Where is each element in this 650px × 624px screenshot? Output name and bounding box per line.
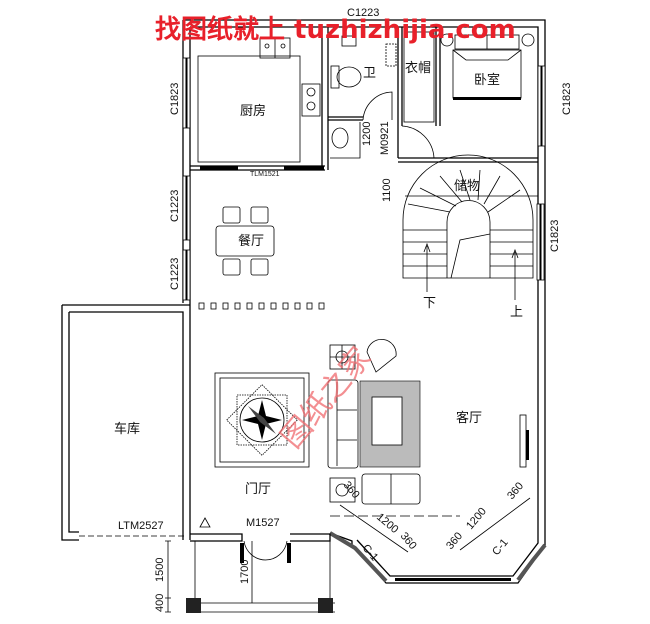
dim-porch-depth: 1500	[154, 558, 166, 582]
window-label-bay-right: C-1	[490, 537, 511, 558]
door-label-entrance: M1527	[246, 517, 280, 529]
dim-bay-left-a: 1200	[374, 511, 400, 536]
dim-storage-depth: 1100	[381, 178, 393, 202]
watermark-top: 找图纸就上 tuzhizhijia.com	[155, 14, 516, 45]
living-furniture	[327, 338, 529, 505]
room-label-wardrobe: 衣帽	[405, 60, 431, 76]
door-label-kitchen: TLM1521	[250, 171, 280, 178]
window-label-left-low: C1223	[169, 258, 181, 290]
staircase	[402, 154, 534, 300]
entrance-porch	[165, 517, 335, 613]
dim-bay-left-b: 360	[341, 479, 362, 501]
bay-window	[328, 497, 547, 583]
door-label-garage: LTM2527	[118, 520, 164, 532]
foyer-medallion	[214, 372, 310, 468]
window-label-top: C1223	[347, 7, 379, 19]
door-label-bath: M0921	[379, 121, 391, 155]
dim-bay-right-a: 1200	[464, 505, 489, 531]
bedroom-bed	[401, 33, 535, 159]
room-label-bathroom: 卫	[363, 66, 376, 81]
window-label-left-mid: C1223	[169, 190, 181, 222]
room-label-dining: 餐厅	[238, 233, 264, 249]
room-label-living: 客厅	[456, 410, 482, 426]
interior-walls	[160, 27, 538, 306]
dim-bay-left-c: 360	[398, 530, 419, 552]
room-label-garage: 车库	[114, 421, 140, 437]
room-label-bedroom: 卧室	[474, 72, 500, 88]
exterior-walls	[61, 19, 546, 584]
dim-porch-step: 400	[154, 594, 166, 612]
room-label-storage: 储物	[454, 179, 480, 194]
window-label-left-top: C1823	[169, 83, 181, 115]
left-windows	[182, 57, 191, 301]
dim-bath-depth: 1200	[361, 122, 373, 146]
stair-label-up: 上	[510, 305, 523, 320]
dim-bay-right-b: 360	[505, 480, 526, 502]
dining-set	[198, 206, 325, 310]
kitchen-fixtures	[259, 35, 357, 117]
room-label-kitchen: 厨房	[240, 103, 266, 119]
room-label-foyer: 门厅	[245, 482, 271, 497]
window-label-right-mid: C1823	[549, 220, 561, 252]
right-windows	[536, 65, 546, 281]
partition-studs	[198, 302, 325, 310]
dim-porch-inner: 1700	[239, 560, 251, 584]
bathroom-fixtures	[330, 43, 397, 149]
window-label-right-top: C1823	[561, 83, 573, 115]
stair-label-down: 下	[423, 296, 436, 311]
